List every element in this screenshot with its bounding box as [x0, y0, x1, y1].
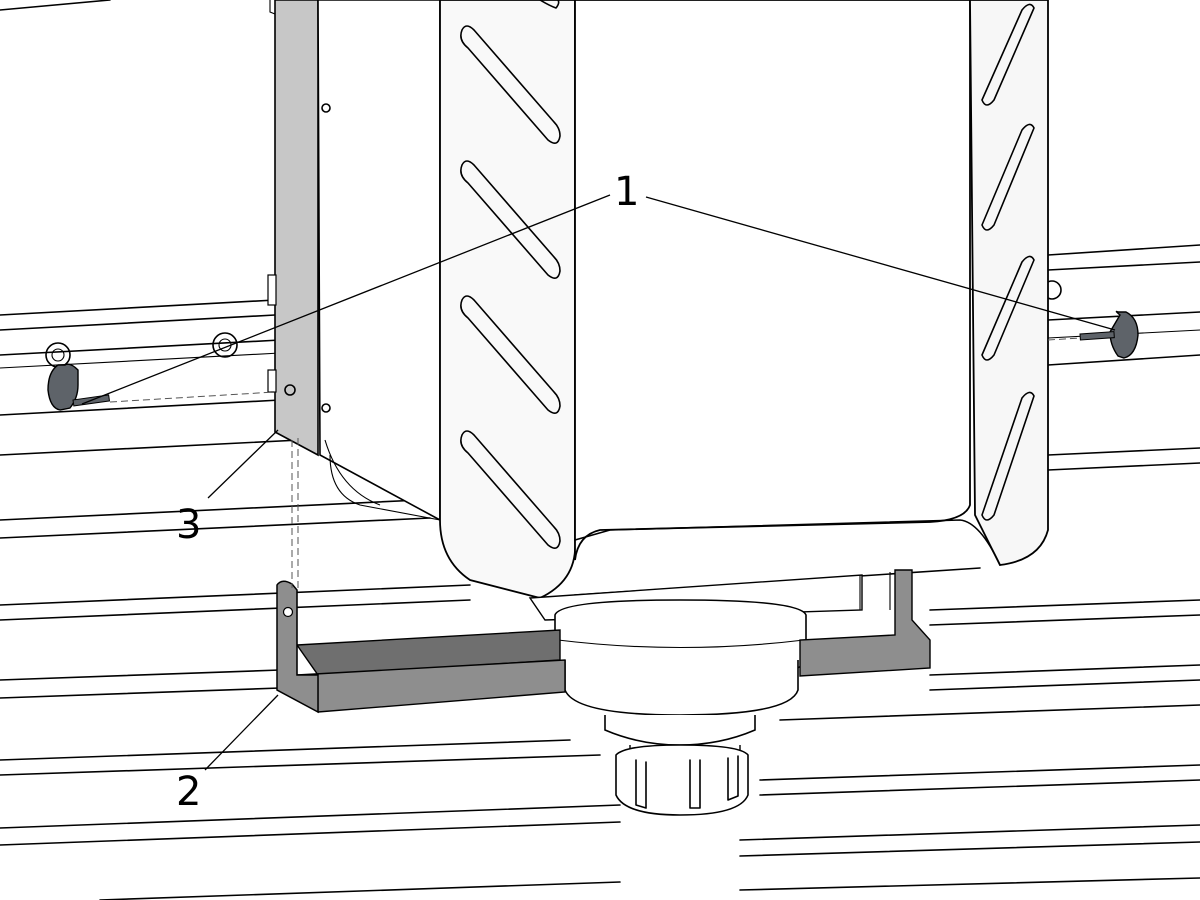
callout-2: 2: [176, 769, 201, 815]
thumb-screw-left: [47, 363, 111, 411]
spindle-nose: [528, 572, 911, 816]
spindle-housing: [439, 0, 1049, 600]
assembly-guides: [109, 337, 1081, 588]
vent-slots-right: [981, 3, 1035, 521]
tool-tray: [276, 569, 931, 714]
callout-3: 3: [176, 502, 201, 548]
leader-lines: [81, 194, 1116, 771]
callout-1: 1: [614, 169, 639, 215]
side-plate: [267, 0, 441, 522]
vent-slots-left: [460, 0, 561, 549]
thumb-screw-right: [1079, 310, 1139, 359]
